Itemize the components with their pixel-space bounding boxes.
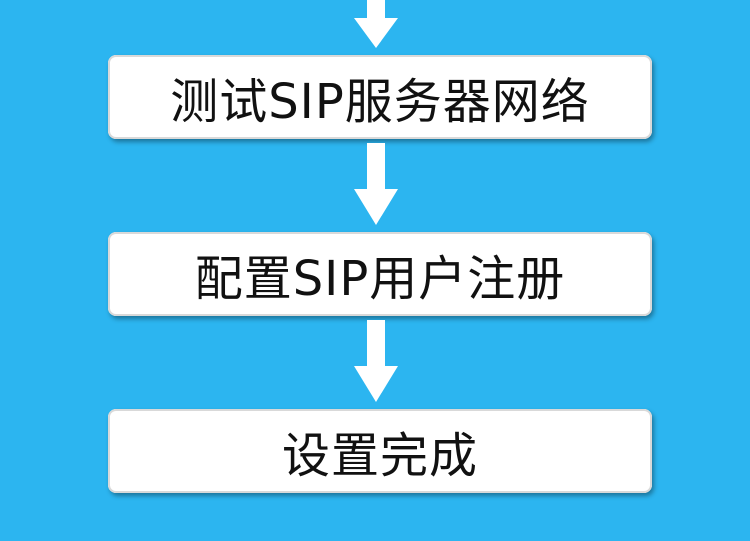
- arrow-down-icon: [354, 143, 398, 225]
- step-label: 配置SIP用户注册: [194, 251, 566, 307]
- arrow-down-icon: [354, 0, 398, 48]
- step-label: 设置完成: [281, 428, 478, 484]
- step-configure-sip-user-registration: 配置SIP用户注册: [108, 232, 652, 316]
- step-label: 测试SIP服务器网络: [170, 74, 590, 130]
- step-test-sip-server-network: 测试SIP服务器网络: [108, 55, 652, 139]
- arrow-down-icon: [354, 320, 398, 402]
- step-setup-complete: 设置完成: [108, 409, 652, 493]
